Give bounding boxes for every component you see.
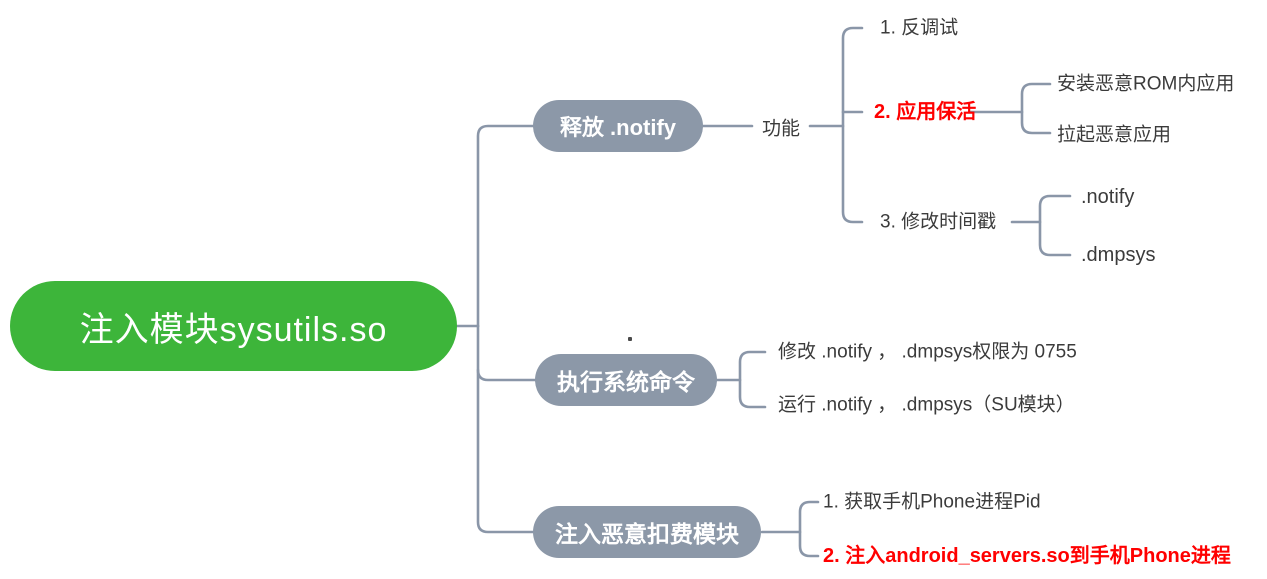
connector-root-to-branch2 [476,368,537,382]
leaf-get-phone-pid-label: 1. 获取手机Phone进程Pid [823,491,1041,513]
leaf-inject-android-servers[interactable]: 2. 注入android_servers.so到手机Phone进程 [823,544,1231,568]
leaf-notify-file[interactable]: .notify [1081,185,1134,209]
leaf-modify-timestamp[interactable]: 3. 修改时间戳 [880,212,996,235]
branch-node-exec-system-commands[interactable]: 执行系统命令 [535,354,717,406]
leaf-launch-malicious-app[interactable]: 拉起恶意应用 [1057,125,1171,148]
leaf-run-su-module[interactable]: 运行 .notify ， .dmpsys（SU模块） [778,395,1075,418]
relay-node-functions-label: 功能 [762,118,801,140]
bracket-timestamp [1038,194,1072,257]
relay-node-functions[interactable]: 功能 [762,114,800,141]
connector-root-to-branch1 [476,124,535,328]
leaf-launch-malicious-app-label: 拉起恶意应用 [1057,124,1172,146]
leaf-anti-debug-label: 1. 反调试 [880,17,959,39]
leaf-notify-file-label: .notify [1081,186,1135,208]
branch-node-exec-system-commands-label: 执行系统命令 [557,369,695,395]
root-node-label: 注入模块sysutils.so [79,310,388,349]
leaf-dmpsys-file[interactable]: .dmpsys [1081,243,1155,267]
branch-node-release-notify[interactable]: 释放 .notify [533,100,703,152]
bracket-branch2 [738,350,767,409]
leaf-install-malicious-rom-app[interactable]: 安装恶意ROM内应用 [1057,74,1234,97]
bracket-branch3 [798,500,820,558]
leaf-app-keepalive[interactable]: 2. 应用保活 [874,100,976,124]
leaf-chmod-0755[interactable]: 修改 .notify ， .dmpsys权限为 0755 [778,342,1077,365]
stray-dot [628,337,632,341]
branch-node-inject-billing-module[interactable]: 注入恶意扣费模块 [533,506,761,558]
leaf-modify-timestamp-label: 3. 修改时间戳 [880,211,997,233]
leaf-install-malicious-rom-app-label: 安装恶意ROM内应用 [1057,73,1235,95]
leaf-app-keepalive-label: 2. 应用保活 [874,101,977,123]
leaf-dmpsys-file-label: .dmpsys [1081,244,1156,266]
leaf-get-phone-pid[interactable]: 1. 获取手机Phone进程Pid [823,492,1041,515]
branch-node-release-notify-label: 释放 .notify [559,115,677,140]
connector-root-to-branch3 [476,324,535,534]
bracket-keepalive [1020,82,1052,135]
bracket-functions [841,26,864,224]
root-node-inject-module[interactable]: 注入模块sysutils.so [10,281,457,371]
leaf-anti-debug[interactable]: 1. 反调试 [880,18,958,41]
branch-node-inject-billing-module-label: 注入恶意扣费模块 [555,521,739,547]
leaf-run-su-module-label: 运行 .notify ， .dmpsys（SU模块） [778,394,1075,416]
leaf-chmod-0755-label: 修改 .notify ， .dmpsys权限为 0755 [778,341,1077,363]
leaf-inject-android-servers-label: 2. 注入android_servers.so到手机Phone进程 [823,545,1231,567]
